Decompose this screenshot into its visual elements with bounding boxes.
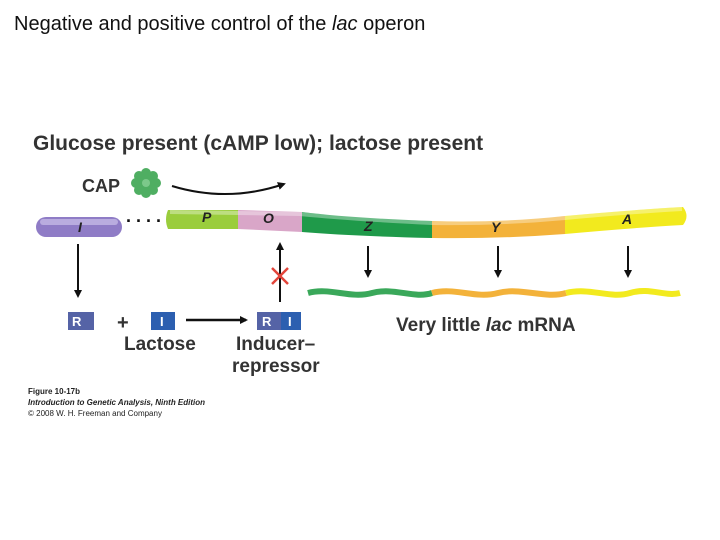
plus-sign: + bbox=[117, 312, 129, 334]
mrna-prefix: Very little bbox=[396, 315, 481, 336]
inducer-repressor-complex-icon bbox=[257, 312, 301, 330]
title-prefix: Negative and positive control of the bbox=[14, 13, 327, 35]
promoter-label: P bbox=[202, 209, 212, 225]
mrna-strand bbox=[307, 288, 681, 298]
figure-number: Figure 10-17b bbox=[28, 387, 81, 396]
figure-credit: Figure 10-17b Introduction to Genetic An… bbox=[28, 386, 205, 419]
repressor-protein-icon bbox=[68, 312, 94, 330]
title-suffix: operon bbox=[363, 13, 426, 35]
dna-gap-dots: . . . . bbox=[126, 206, 161, 226]
i-gene-label: I bbox=[78, 219, 83, 235]
blocked-x-icon bbox=[271, 267, 289, 285]
diagram-heading: Glucose present (cAMP low); lactose pres… bbox=[33, 132, 483, 155]
mrna-suffix: mRNA bbox=[517, 315, 575, 336]
lactose-label: Lactose bbox=[124, 334, 196, 355]
inducer-icon bbox=[151, 312, 175, 330]
inducer-repressor-label-line1: Inducer– bbox=[236, 334, 315, 355]
i-gene-segment bbox=[36, 217, 122, 237]
cap-label: CAP bbox=[82, 176, 120, 196]
a-gene-label: A bbox=[621, 211, 632, 227]
y-gene-label: Y bbox=[491, 219, 502, 235]
z-gene-label: Z bbox=[363, 218, 373, 234]
inducer-letter: I bbox=[160, 314, 164, 329]
title-italic: lac bbox=[331, 13, 358, 35]
cap-protein-icon bbox=[131, 168, 161, 198]
repressor-letter: R bbox=[72, 314, 82, 329]
copyright: © 2008 W. H. Freeman and Company bbox=[28, 409, 162, 418]
cap-binding-arrow bbox=[171, 182, 286, 196]
mrna-italic: lac bbox=[486, 315, 513, 336]
operator-label: O bbox=[263, 210, 274, 226]
inducer-repressor-label-line2: repressor bbox=[232, 356, 320, 377]
slide-title: Negative and positive control of the lac… bbox=[14, 13, 425, 36]
operon-dna bbox=[166, 207, 687, 239]
complex-repressor-letter: R bbox=[262, 314, 272, 329]
mrna-label: Very little lac mRNA bbox=[396, 315, 576, 336]
complex-inducer-letter: I bbox=[288, 314, 292, 329]
book-title: Introduction to Genetic Analysis, Ninth … bbox=[28, 398, 206, 407]
